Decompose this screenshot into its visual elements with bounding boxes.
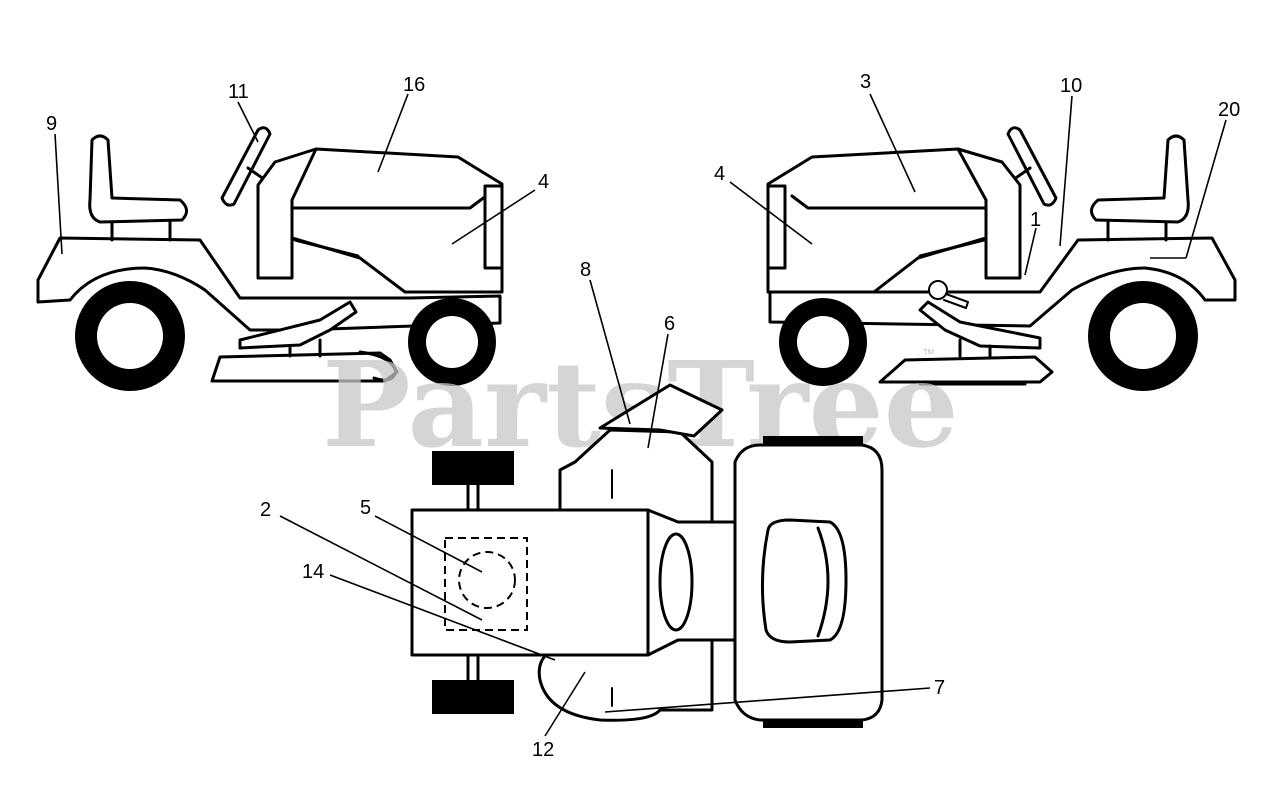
- mower-deck-right: [878, 355, 1054, 384]
- dashed-gas-cap: [458, 551, 516, 609]
- steering-wheel-right: [1006, 126, 1058, 207]
- callout-9: 9: [46, 113, 57, 135]
- callout-1: 1: [1030, 209, 1041, 231]
- steering-wheel-top: [658, 532, 694, 632]
- callout-20: 20: [1218, 99, 1240, 121]
- callout-labels: 9 11 16 4 3 10 20 4 1 8 6 2 5 14 7 12: [46, 71, 1240, 761]
- steering-wheel-left: [220, 126, 272, 207]
- callout-16-left: 16: [403, 74, 425, 96]
- watermark-trademark: ™: [922, 346, 935, 361]
- callout-7: 7: [934, 677, 945, 699]
- callout-8: 8: [580, 259, 591, 281]
- footrest-left: [238, 300, 358, 350]
- leader-lines: [54, 93, 1227, 737]
- rear-fender-right: [768, 236, 1237, 328]
- callout-4-right: 4: [714, 163, 725, 185]
- dashed-decal-area: [444, 537, 528, 631]
- callout-2: 2: [260, 499, 271, 521]
- front-wheel-left: [408, 298, 496, 386]
- rear-wheel-right: [1088, 281, 1198, 391]
- hood-top: [410, 508, 737, 657]
- seat-left: [88, 134, 188, 224]
- tractor-top-view: [410, 383, 884, 728]
- footrest-right: [918, 300, 1042, 350]
- tractor-right-side-view: [766, 126, 1237, 391]
- callout-5: 5: [360, 497, 371, 519]
- ignition-key-icon: [928, 280, 969, 309]
- front-wheel-top-1: [432, 451, 514, 485]
- callout-14: 14: [302, 561, 324, 583]
- front-wheel-right: [779, 298, 867, 386]
- callout-4-left: 4: [538, 171, 549, 193]
- rear-fender-left: [36, 236, 502, 332]
- front-wheel-top-2: [432, 680, 514, 714]
- seat-right: [1090, 134, 1190, 224]
- callout-3: 3: [860, 71, 871, 93]
- callout-10: 10: [1060, 75, 1082, 97]
- hood-right: [766, 147, 1022, 294]
- callout-12: 12: [532, 739, 554, 761]
- callout-11: 11: [228, 81, 249, 103]
- tractor-left-side-view: [36, 126, 504, 391]
- seat-top: [760, 518, 848, 644]
- callout-6: 6: [664, 313, 675, 335]
- hood-left: [256, 147, 504, 294]
- rear-wheel-left: [75, 281, 185, 391]
